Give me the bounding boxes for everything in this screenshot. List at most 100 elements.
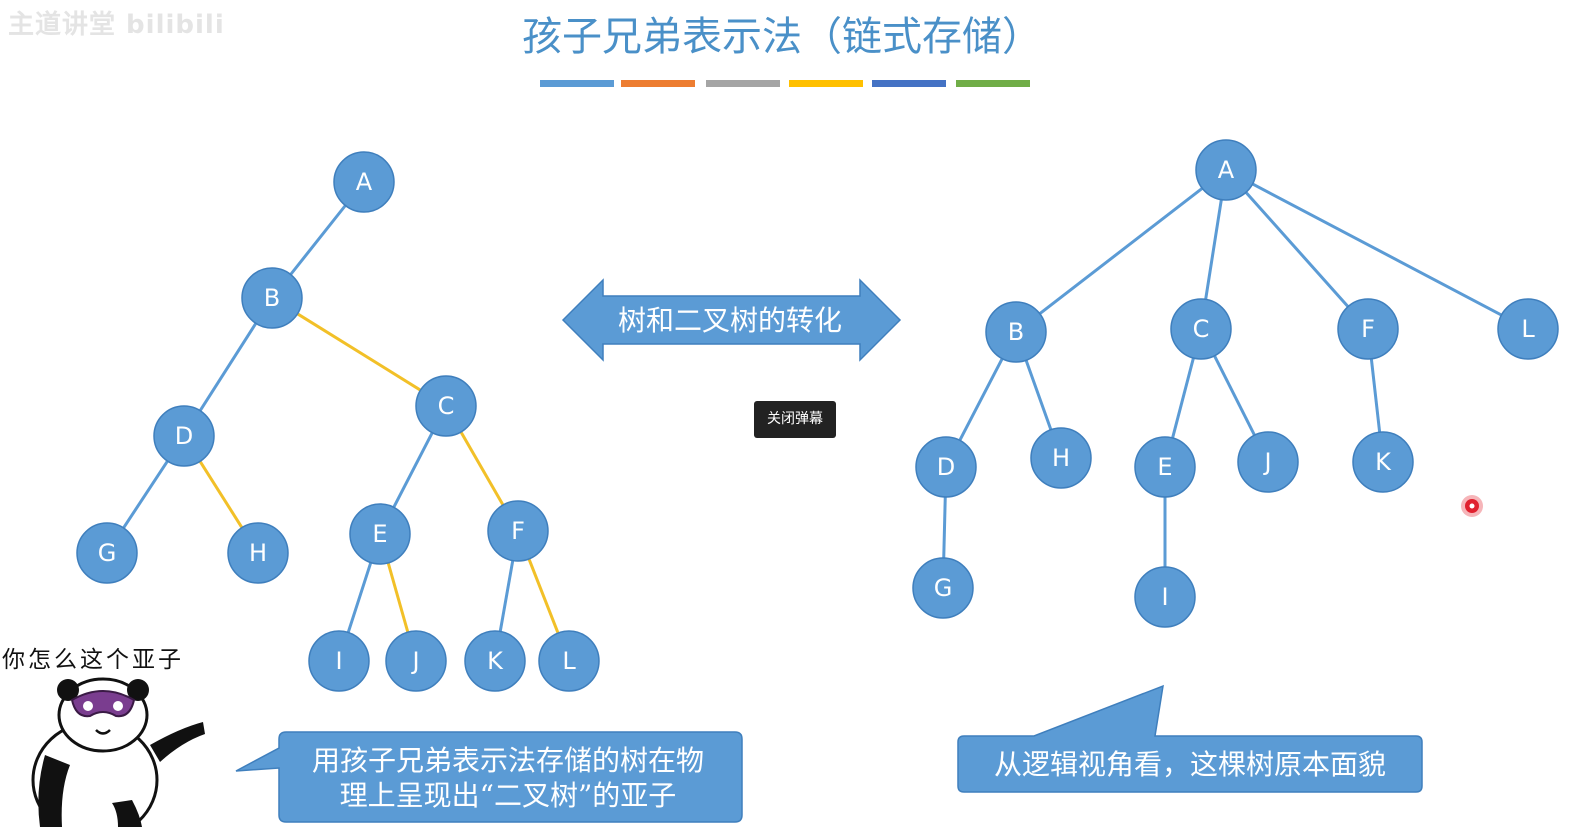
left-node-J-circle [385, 630, 447, 692]
right-edge-C-J [1213, 355, 1256, 436]
right-node-D: D [915, 436, 977, 498]
right-node-L-circle [1497, 298, 1559, 360]
right-node-I: I [1134, 566, 1196, 628]
right-node-A: A [1195, 139, 1257, 201]
left-node-F: F [487, 500, 549, 562]
right-node-C-circle [1170, 298, 1232, 360]
left-node-I-label: I [335, 647, 342, 675]
right-node-B: B [985, 301, 1047, 363]
right-node-F: F [1337, 298, 1399, 360]
left-node-L: L [538, 630, 600, 692]
left-child-edge-A-B [289, 204, 347, 276]
left-node-G-circle [76, 522, 138, 584]
right-node-C-label: C [1193, 315, 1210, 343]
meme-caption: 你怎么这个亚子 [2, 647, 184, 673]
left-node-A: A [333, 151, 395, 213]
left-node-I: I [308, 630, 370, 692]
left-node-J: J [385, 630, 447, 692]
left-child-edge-D-G [122, 460, 169, 529]
conversion-arrow: 树和二叉树的转化 [561, 278, 902, 362]
right-node-D-circle [915, 436, 977, 498]
right-edge-A-F [1244, 191, 1350, 308]
right-node-K: K [1352, 431, 1414, 493]
right-node-L: L [1497, 298, 1559, 360]
arrow-label: 树和二叉树的转化 [618, 304, 842, 337]
right-node-G-label: G [934, 574, 953, 602]
left-node-G: G [76, 522, 138, 584]
color-bar-segment [956, 80, 1030, 87]
right-callout-line-1: 从逻辑视角看，这棵树原本面貌 [994, 748, 1386, 781]
left-child-edge-B-D [198, 322, 258, 412]
color-bar-segment [789, 80, 863, 87]
left-sibling-edge-B-C [296, 312, 422, 392]
left-node-K-label: K [487, 647, 504, 675]
right-node-K-label: K [1375, 448, 1392, 476]
right-node-I-circle [1134, 566, 1196, 628]
right-node-G: G [912, 557, 974, 619]
title-color-bar [540, 80, 1030, 87]
left-sibling-edge-D-H [198, 460, 244, 529]
right-node-C: C [1170, 298, 1232, 360]
tree-edges [122, 182, 1503, 634]
left-node-H-circle [227, 522, 289, 584]
bilibili-watermark: 主道讲堂 bilibili [8, 10, 225, 40]
left-node-G-label: G [98, 539, 117, 567]
left-sibling-edge-C-F [459, 431, 505, 506]
right-edge-C-E [1171, 357, 1195, 439]
left-node-F-label: F [511, 517, 525, 545]
left-node-D-circle [153, 405, 215, 467]
right-node-J: J [1237, 431, 1299, 493]
left-node-C-label: C [438, 392, 455, 420]
left-node-L-circle [538, 630, 600, 692]
right-edge-F-K [1369, 358, 1382, 433]
right-callout: 从逻辑视角看，这棵树原本面貌 [957, 684, 1423, 793]
left-node-F-circle [487, 500, 549, 562]
left-node-I-circle [308, 630, 370, 692]
right-node-I-label: I [1161, 583, 1168, 611]
right-edge-B-D [958, 357, 1004, 442]
left-sibling-edge-F-L [527, 558, 560, 634]
left-callout-line-2: 理上呈现出“二叉树”的亚子 [340, 779, 677, 812]
right-edge-B-H [1024, 359, 1053, 431]
right-node-B-label: B [1008, 318, 1024, 346]
right-node-E-circle [1134, 436, 1196, 498]
right-node-K-circle [1352, 431, 1414, 493]
close-danmaku-button[interactable]: 关闭弹幕 [754, 401, 836, 438]
right-node-H-circle [1030, 427, 1092, 489]
left-child-edge-E-I [346, 562, 373, 633]
left-node-L-label: L [562, 647, 576, 675]
left-node-E: E [349, 503, 411, 565]
left-node-E-circle [349, 503, 411, 565]
right-node-A-label: A [1218, 156, 1235, 184]
left-node-C-circle [415, 375, 477, 437]
right-node-E: E [1134, 436, 1196, 498]
left-node-K: K [464, 630, 526, 692]
left-node-B-label: B [264, 284, 280, 312]
left-node-D: D [153, 405, 215, 467]
left-node-H-label: H [249, 539, 267, 567]
right-node-J-label: J [1262, 448, 1271, 476]
panda-meme-icon [31, 677, 205, 827]
right-node-H-label: H [1052, 444, 1070, 472]
right-edge-A-L [1251, 182, 1503, 317]
left-node-H: H [227, 522, 289, 584]
color-bar-segment [872, 80, 946, 87]
color-bar-segment [621, 80, 695, 87]
right-node-F-circle [1337, 298, 1399, 360]
right-node-D-label: D [937, 453, 955, 481]
left-node-J-label: J [410, 647, 419, 675]
left-child-edge-C-E [392, 431, 434, 509]
right-node-G-circle [912, 557, 974, 619]
right-node-J-circle [1237, 431, 1299, 493]
right-edge-D-G [942, 496, 947, 559]
left-node-E-label: E [372, 520, 387, 548]
right-node-A-circle [1195, 139, 1257, 201]
right-node-E-label: E [1157, 453, 1172, 481]
slide-title: 孩子兄弟表示法（链式存储） [522, 14, 1042, 60]
right-node-H: H [1030, 427, 1092, 489]
left-node-K-circle [464, 630, 526, 692]
laser-pointer-icon [1461, 495, 1483, 517]
right-node-L-label: L [1521, 315, 1535, 343]
right-edge-A-B [1038, 187, 1204, 315]
